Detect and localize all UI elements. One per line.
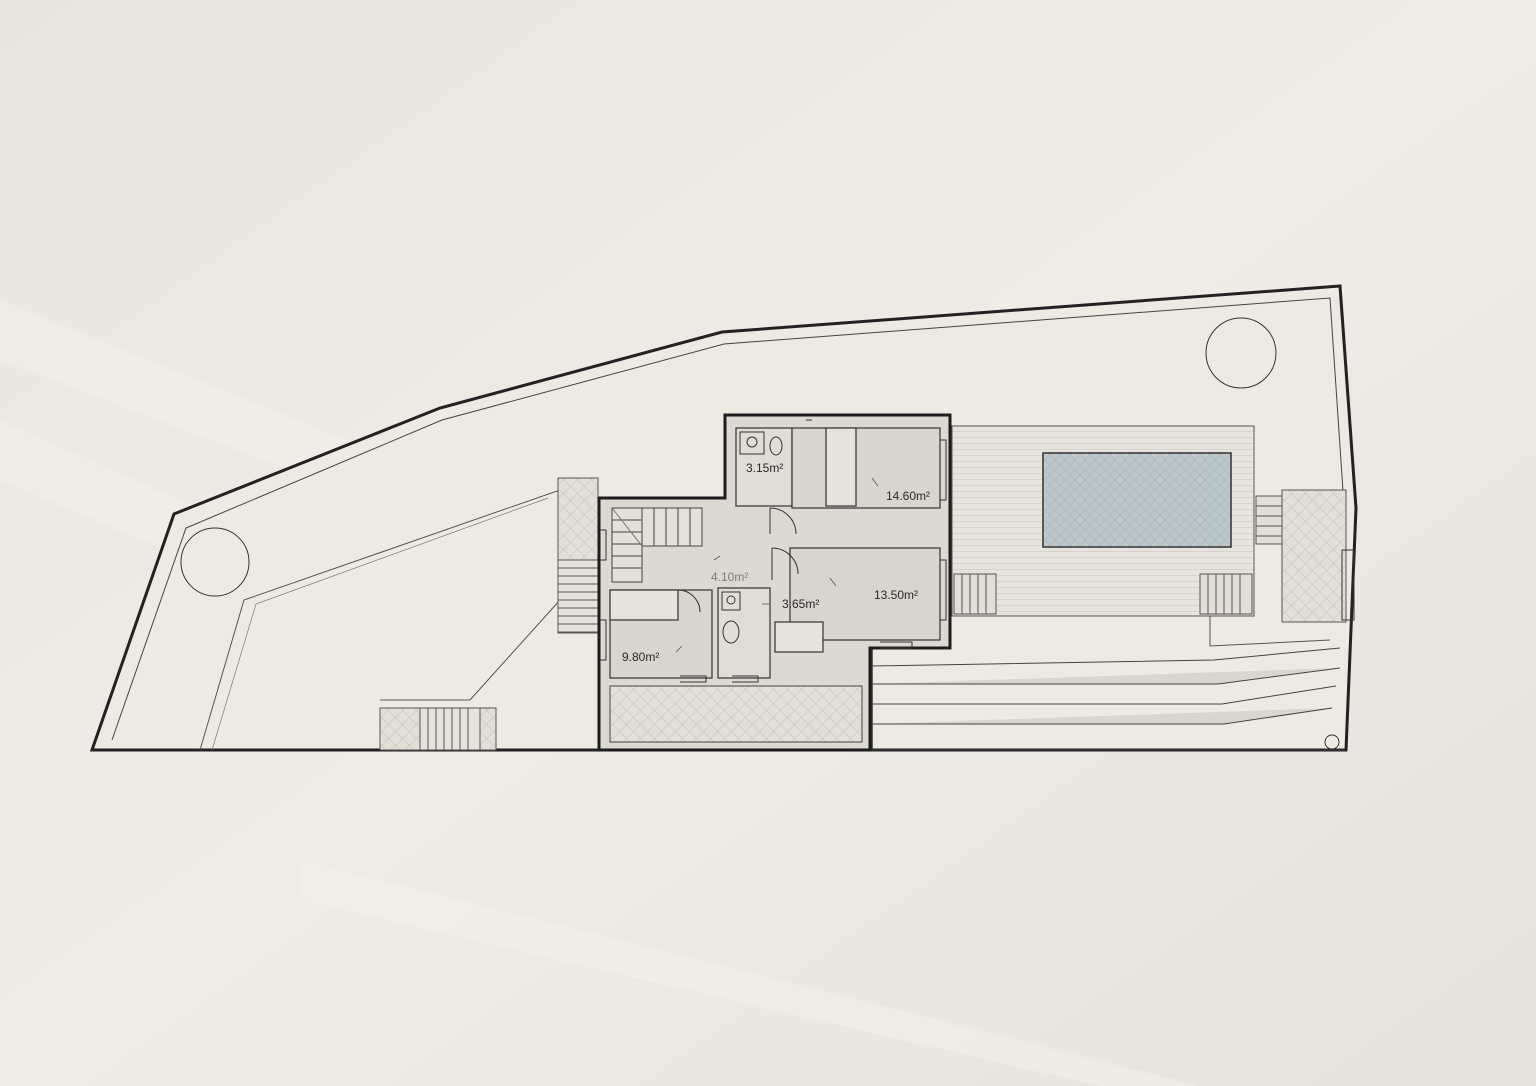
deck-steps — [953, 495, 1283, 615]
swimming-pool — [1042, 452, 1232, 548]
paved-terrace-right — [1281, 489, 1347, 623]
paved-courtyard — [609, 685, 863, 743]
garden-path-inner — [211, 497, 549, 751]
room-area-landing: 4.10m² — [711, 570, 748, 584]
room-area-bath-upper: 3.15m² — [746, 461, 783, 475]
terrace-gate — [1341, 549, 1355, 621]
tree-icon — [180, 527, 250, 597]
toilet-icon — [721, 431, 783, 644]
internal-stairs — [611, 507, 703, 583]
exterior-stairs-bottom — [379, 707, 497, 751]
door-swing-icon — [600, 419, 947, 683]
room-area-bedroom-upper: 14.60m² — [886, 489, 930, 503]
interior-walls — [609, 427, 941, 679]
tree-icon — [1205, 317, 1277, 389]
light-streak — [300, 860, 1200, 1086]
lower-terraces — [871, 615, 1346, 751]
room-area-bedroom-middle: 13.50m² — [874, 588, 918, 602]
exterior-stairs-left — [557, 559, 599, 633]
inner-boundary — [111, 297, 1345, 741]
room-area-bath-middle: 3.65m² — [782, 597, 819, 611]
label-leaders — [675, 477, 879, 653]
room-area-bedroom-lower: 9.80m² — [622, 650, 659, 664]
